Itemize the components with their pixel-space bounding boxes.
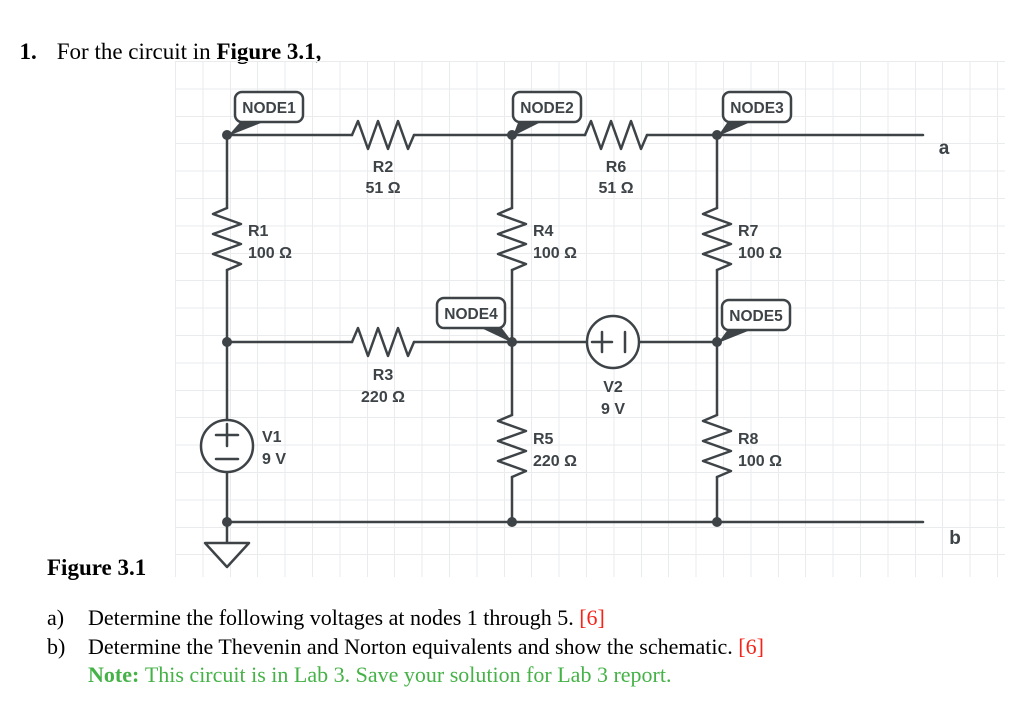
resistor-r3-symbol (350, 326, 416, 358)
r3-name: R3 (373, 367, 394, 384)
r7-value: 100 Ω (738, 245, 782, 262)
problem-number: 1. (19, 39, 37, 64)
note-text: This circuit is in Lab 3. Save your solu… (139, 662, 672, 687)
source-v1 (199, 418, 255, 474)
terminal-a-label: a (939, 138, 950, 159)
question-a-label: a) (47, 605, 65, 630)
plus-icon (590, 330, 614, 354)
junction-node3 (712, 130, 722, 140)
callout-node4: NODE4 (435, 296, 513, 343)
node3-label: NODE3 (730, 100, 784, 117)
resistor-r1-symbol (211, 206, 243, 272)
resistor-r8-symbol (701, 413, 733, 479)
callout-node5: NODE5 (718, 298, 792, 343)
junction-dots (222, 130, 722, 527)
junction-node1 (222, 130, 232, 140)
r6-value: 51 Ω (598, 180, 633, 197)
r1-value: 100 Ω (248, 245, 292, 262)
resistor-r2-symbol (350, 119, 416, 151)
figure-reference: Figure 3.1, (216, 39, 322, 64)
v2-value: 9 V (601, 401, 625, 418)
terminal-b-label: b (949, 528, 961, 549)
callout-node2: NODE2 (511, 90, 583, 136)
r1-name: R1 (248, 223, 269, 240)
wires (225, 133, 925, 545)
note-label: Note: (88, 662, 140, 687)
r2-value: 51 Ω (365, 180, 400, 197)
callout-node1: NODE1 (228, 90, 305, 136)
v1-value: 9 V (262, 451, 286, 468)
r7-name: R7 (738, 223, 759, 240)
r8-name: R8 (738, 431, 759, 448)
r2-name: R2 (373, 159, 394, 176)
component-labels: R2 51 Ω R6 51 Ω R1 100 Ω R4 100 Ω R7 100… (248, 159, 782, 470)
question-a-text: Determine the following voltages at node… (88, 605, 580, 630)
r5-value: 220 Ω (533, 453, 577, 470)
v1-name: V1 (262, 429, 282, 446)
node4-label: NODE4 (444, 306, 498, 323)
r4-name: R4 (533, 223, 554, 240)
question-a-marks: [6] (579, 605, 605, 630)
resistor-r6-symbol (583, 119, 649, 151)
junction-bottom-center (507, 517, 517, 527)
junction-mid-left (222, 337, 232, 347)
node5-label: NODE5 (729, 308, 783, 325)
callout-node3: NODE3 (718, 90, 793, 136)
junction-bottom-right (712, 517, 722, 527)
questions-block: a) Determine the following voltages at no… (47, 604, 764, 690)
grid-background (175, 61, 1005, 577)
question-b-text: Determine the Thevenin and Norton equiva… (88, 633, 739, 659)
resistor-r7-symbol (701, 206, 733, 272)
resistor-r4-symbol (496, 206, 528, 272)
r6-name: R6 (606, 159, 627, 176)
problem-text: For the circuit in (56, 39, 217, 64)
ground-icon (203, 541, 251, 569)
junction-bottom-left (222, 517, 232, 527)
question-b-marks: [6] (738, 633, 764, 659)
source-v2 (585, 314, 641, 370)
question-b-label: b) (47, 633, 66, 659)
node2-label: NODE2 (520, 100, 573, 117)
r4-value: 100 Ω (533, 245, 577, 262)
plus-icon (214, 422, 240, 448)
r3-value: 220 Ω (361, 389, 405, 406)
v2-name: V2 (603, 379, 623, 396)
question-a: a) Determine the following voltages at no… (47, 604, 764, 633)
r5-name: R5 (533, 431, 554, 448)
note-indent (47, 661, 88, 690)
note-line: Note: This circuit is in Lab 3. Save you… (47, 661, 764, 690)
junction-node5 (712, 337, 722, 347)
node-callouts: NODE1 NODE2 NODE3 NODE4 NODE5 (228, 90, 793, 343)
resistors (211, 119, 733, 479)
question-b: b) Determine the Thevenin and Norton equi… (47, 633, 764, 662)
resistor-r5-symbol (496, 413, 528, 479)
figure-caption: Figure 3.1 (47, 555, 147, 580)
problem-heading: 1. For the circuit in Figure 3.1, (8, 13, 322, 65)
r8-value: 100 Ω (738, 453, 782, 470)
node1-label: NODE1 (242, 100, 296, 117)
